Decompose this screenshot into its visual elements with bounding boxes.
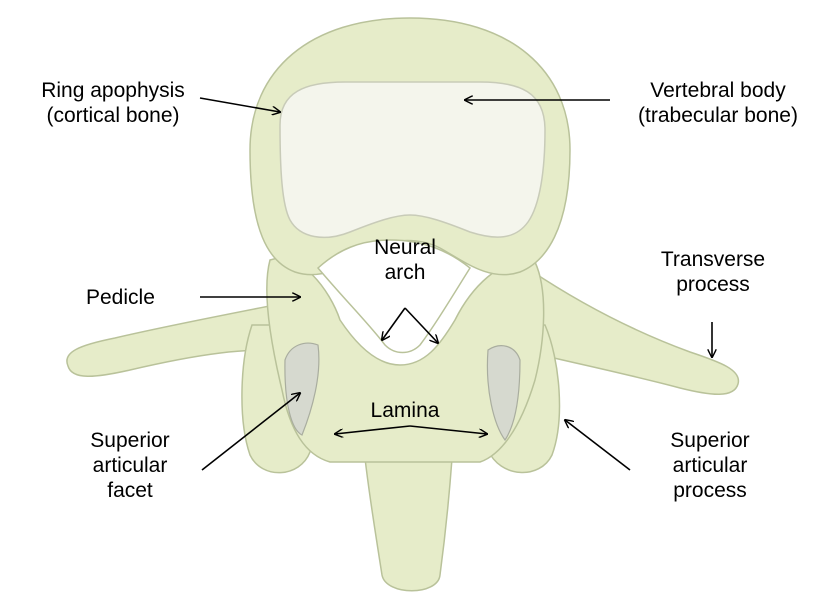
label-vertebral-body: Vertebral body (trabecular bone) <box>612 78 824 128</box>
arrow-superior-articular-process <box>565 420 630 470</box>
label-superior-articular-process-line3: process <box>635 478 785 503</box>
label-neural-arch-line1: Neural <box>350 235 460 260</box>
label-neural-arch-line2: arch <box>350 260 460 285</box>
label-superior-articular-facet: Superior articular facet <box>55 428 205 503</box>
label-superior-articular-facet-line2: articular <box>55 453 205 478</box>
label-superior-articular-process: Superior articular process <box>635 428 785 503</box>
label-vertebral-body-line1: Vertebral body <box>612 78 824 103</box>
label-ring-apophysis-line2: (cortical bone) <box>8 103 218 128</box>
label-superior-articular-facet-line3: facet <box>55 478 205 503</box>
label-pedicle: Pedicle <box>86 285 155 310</box>
vertebral-endplate <box>280 82 545 237</box>
label-ring-apophysis: Ring apophysis (cortical bone) <box>8 78 218 128</box>
label-vertebral-body-line2: (trabecular bone) <box>612 103 824 128</box>
label-transverse-process-line2: process <box>638 272 788 297</box>
label-ring-apophysis-line1: Ring apophysis <box>8 78 218 103</box>
label-superior-articular-process-line2: articular <box>635 453 785 478</box>
label-superior-articular-process-line1: Superior <box>635 428 785 453</box>
label-superior-articular-facet-line1: Superior <box>55 428 205 453</box>
label-lamina: Lamina <box>350 398 460 423</box>
label-transverse-process-line1: Transverse <box>638 247 788 272</box>
label-neural-arch: Neural arch <box>350 235 460 285</box>
label-transverse-process: Transverse process <box>638 247 788 297</box>
